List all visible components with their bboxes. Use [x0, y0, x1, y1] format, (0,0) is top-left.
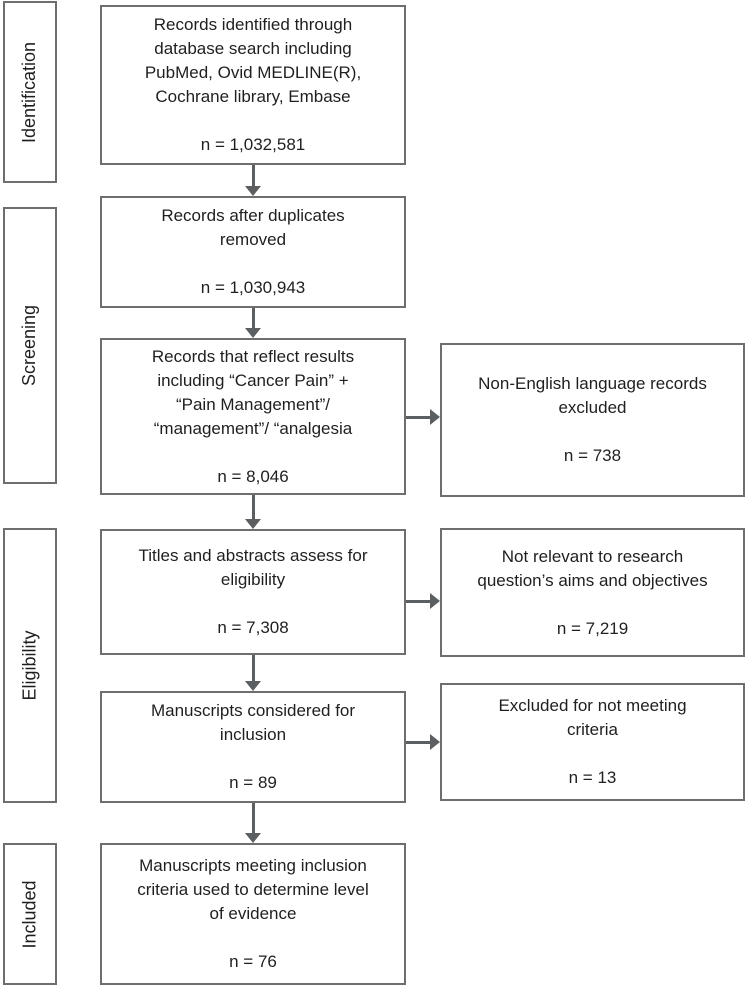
- exclusion-box-non-english: Non-English language records excluded n …: [440, 343, 745, 497]
- arrow-stem: [406, 740, 430, 744]
- stage-box-screening: Screening: [3, 207, 57, 484]
- flow-box-records-reflect-results: Records that reflect results including “…: [100, 338, 406, 495]
- arrow-head: [430, 593, 440, 609]
- stage-box-identification: Identification: [3, 1, 57, 183]
- flow-box-count: n = 89: [229, 773, 277, 792]
- arrow-head: [245, 519, 261, 529]
- arrow-head: [245, 186, 261, 196]
- arrow-stem: [251, 165, 255, 186]
- stage-label-eligibility: Eligibility: [19, 630, 40, 701]
- flow-box-text: Records identified through database sear…: [144, 15, 362, 106]
- flow-box-text: Records after duplicates removed: [161, 206, 345, 249]
- exclusion-box-not-relevant: Not relevant to research question’s aims…: [440, 528, 745, 657]
- arrow-down-icon: [245, 803, 261, 843]
- arrow-head: [245, 328, 261, 338]
- arrow-head: [430, 409, 440, 425]
- stage-box-included: Included: [3, 843, 57, 985]
- arrow-stem: [406, 415, 430, 419]
- arrow-down-icon: [245, 308, 261, 338]
- flow-box-records-identified: Records identified through database sear…: [100, 5, 406, 165]
- stage-box-eligibility: Eligibility: [3, 528, 57, 803]
- arrow-down-icon: [245, 495, 261, 529]
- stage-label-screening: Screening: [19, 304, 40, 387]
- exclusion-box-count: n = 13: [568, 768, 617, 787]
- arrow-stem: [251, 655, 255, 681]
- flow-box-text: Titles and abstracts assess for eligibil…: [138, 546, 368, 589]
- flow-box-count: n = 1,032,581: [200, 135, 306, 154]
- arrow-stem: [251, 803, 255, 833]
- exclusion-box-count: n = 738: [563, 446, 622, 465]
- flow-box-count: n = 1,030,943: [200, 278, 306, 297]
- arrow-down-icon: [245, 165, 261, 196]
- arrow-down-icon: [245, 655, 261, 691]
- arrow-head: [430, 734, 440, 750]
- arrow-right-icon: [406, 409, 440, 425]
- flow-box-text: Records that reflect results including “…: [151, 346, 355, 438]
- flow-box-text: Manuscripts meeting inclusion criteria u…: [137, 856, 369, 923]
- arrow-right-icon: [406, 593, 440, 609]
- arrow-head: [245, 833, 261, 843]
- flow-box-titles-abstracts: Titles and abstracts assess for eligibil…: [100, 529, 406, 655]
- arrow-stem: [251, 495, 255, 519]
- exclusion-box-text: Not relevant to research question’s aims…: [477, 546, 708, 590]
- flow-box-count: n = 7,308: [217, 618, 289, 637]
- stage-label-identification: Identification: [19, 41, 40, 143]
- exclusion-box-text: Excluded for not meeting criteria: [498, 696, 687, 739]
- flow-box-manuscripts-included: Manuscripts meeting inclusion criteria u…: [100, 843, 406, 985]
- flow-box-count: n = 76: [229, 952, 277, 971]
- exclusion-box-count: n = 7,219: [556, 618, 629, 638]
- arrow-head: [245, 681, 261, 691]
- flow-box-text: Manuscripts considered for inclusion: [150, 701, 356, 744]
- flow-box-manuscripts-considered: Manuscripts considered for inclusion n =…: [100, 691, 406, 803]
- stage-label-included: Included: [19, 879, 40, 949]
- flow-box-duplicates-removed: Records after duplicates removed n = 1,0…: [100, 196, 406, 308]
- arrow-stem: [251, 308, 255, 328]
- exclusion-box-text: Non-English language records excluded: [478, 374, 707, 417]
- arrow-stem: [406, 599, 430, 603]
- flow-box-count: n = 8,046: [217, 466, 289, 486]
- arrow-right-icon: [406, 734, 440, 750]
- exclusion-box-not-meeting-criteria: Excluded for not meeting criteria n = 13: [440, 683, 745, 801]
